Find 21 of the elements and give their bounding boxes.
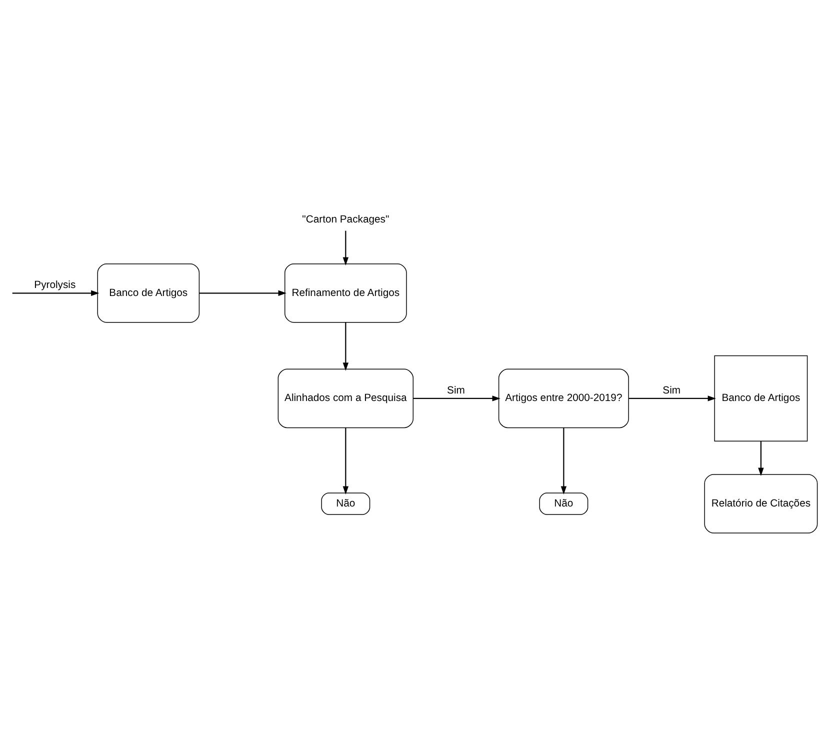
edge-label: Pyrolysis <box>34 280 76 292</box>
node-box: Banco de Artigos <box>97 263 200 323</box>
node-box: Refinamento de Artigos <box>284 263 407 323</box>
node-box: Banco de Artigos <box>714 355 808 442</box>
arrow <box>12 290 100 296</box>
edge-label: Sim <box>447 385 465 396</box>
arrow <box>560 428 567 494</box>
arrow <box>413 396 500 402</box>
node-box: Não <box>539 492 588 515</box>
arrow <box>342 428 349 494</box>
arrow <box>199 290 286 296</box>
node-box: Artigos entre 2000-2019? <box>498 368 629 428</box>
arrow <box>342 322 349 371</box>
node-text: "Carton Packages" <box>302 214 390 226</box>
edge-label: Sim <box>662 385 681 396</box>
node-box: Alinhados com a Pesquisa <box>278 368 414 428</box>
node-box: Não <box>321 492 370 515</box>
node-box: Relatório de Citações <box>704 474 818 534</box>
arrow <box>758 441 764 476</box>
arrow <box>342 230 349 266</box>
arrow <box>628 396 716 402</box>
